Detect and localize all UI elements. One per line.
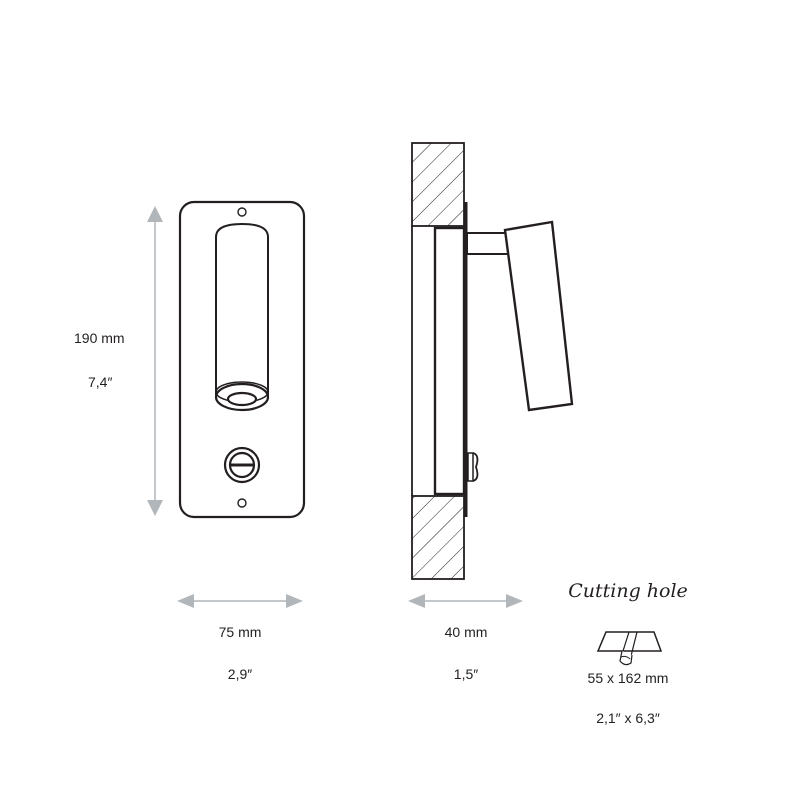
height-dimension-arrow xyxy=(147,206,163,516)
cutting-hole-title: Cutting hole xyxy=(568,580,688,602)
cutting-hole-icon xyxy=(596,631,663,666)
lamp-head-front xyxy=(214,222,270,412)
depth-dimension-arrow xyxy=(408,594,523,608)
wall-section-bottom xyxy=(411,495,465,580)
switch-icon xyxy=(223,446,261,484)
switch-side-icon xyxy=(467,452,479,482)
front-view xyxy=(178,200,306,519)
cutting-hole-in-label: 2,1″ x 6,3″ xyxy=(596,710,660,726)
height-mm-label: 190 mm xyxy=(74,330,125,346)
side-view xyxy=(411,142,574,580)
lamp-head-side xyxy=(503,220,574,412)
width-mm-label: 75 mm xyxy=(218,624,262,640)
depth-mm-label: 40 mm xyxy=(444,624,488,640)
wall-section-top xyxy=(411,142,465,227)
recessed-box xyxy=(433,226,466,496)
width-dimension-arrow xyxy=(177,594,303,608)
screw-hole-bottom-icon xyxy=(237,498,247,508)
screw-hole-top-icon xyxy=(237,207,247,217)
cutting-hole-mm-label: 55 x 162 mm xyxy=(587,670,669,686)
depth-in-label: 1,5″ xyxy=(453,666,479,682)
lamp-arm xyxy=(466,232,510,255)
height-in-label: 7,4″ xyxy=(88,374,113,390)
width-in-label: 2,9″ xyxy=(227,666,253,682)
